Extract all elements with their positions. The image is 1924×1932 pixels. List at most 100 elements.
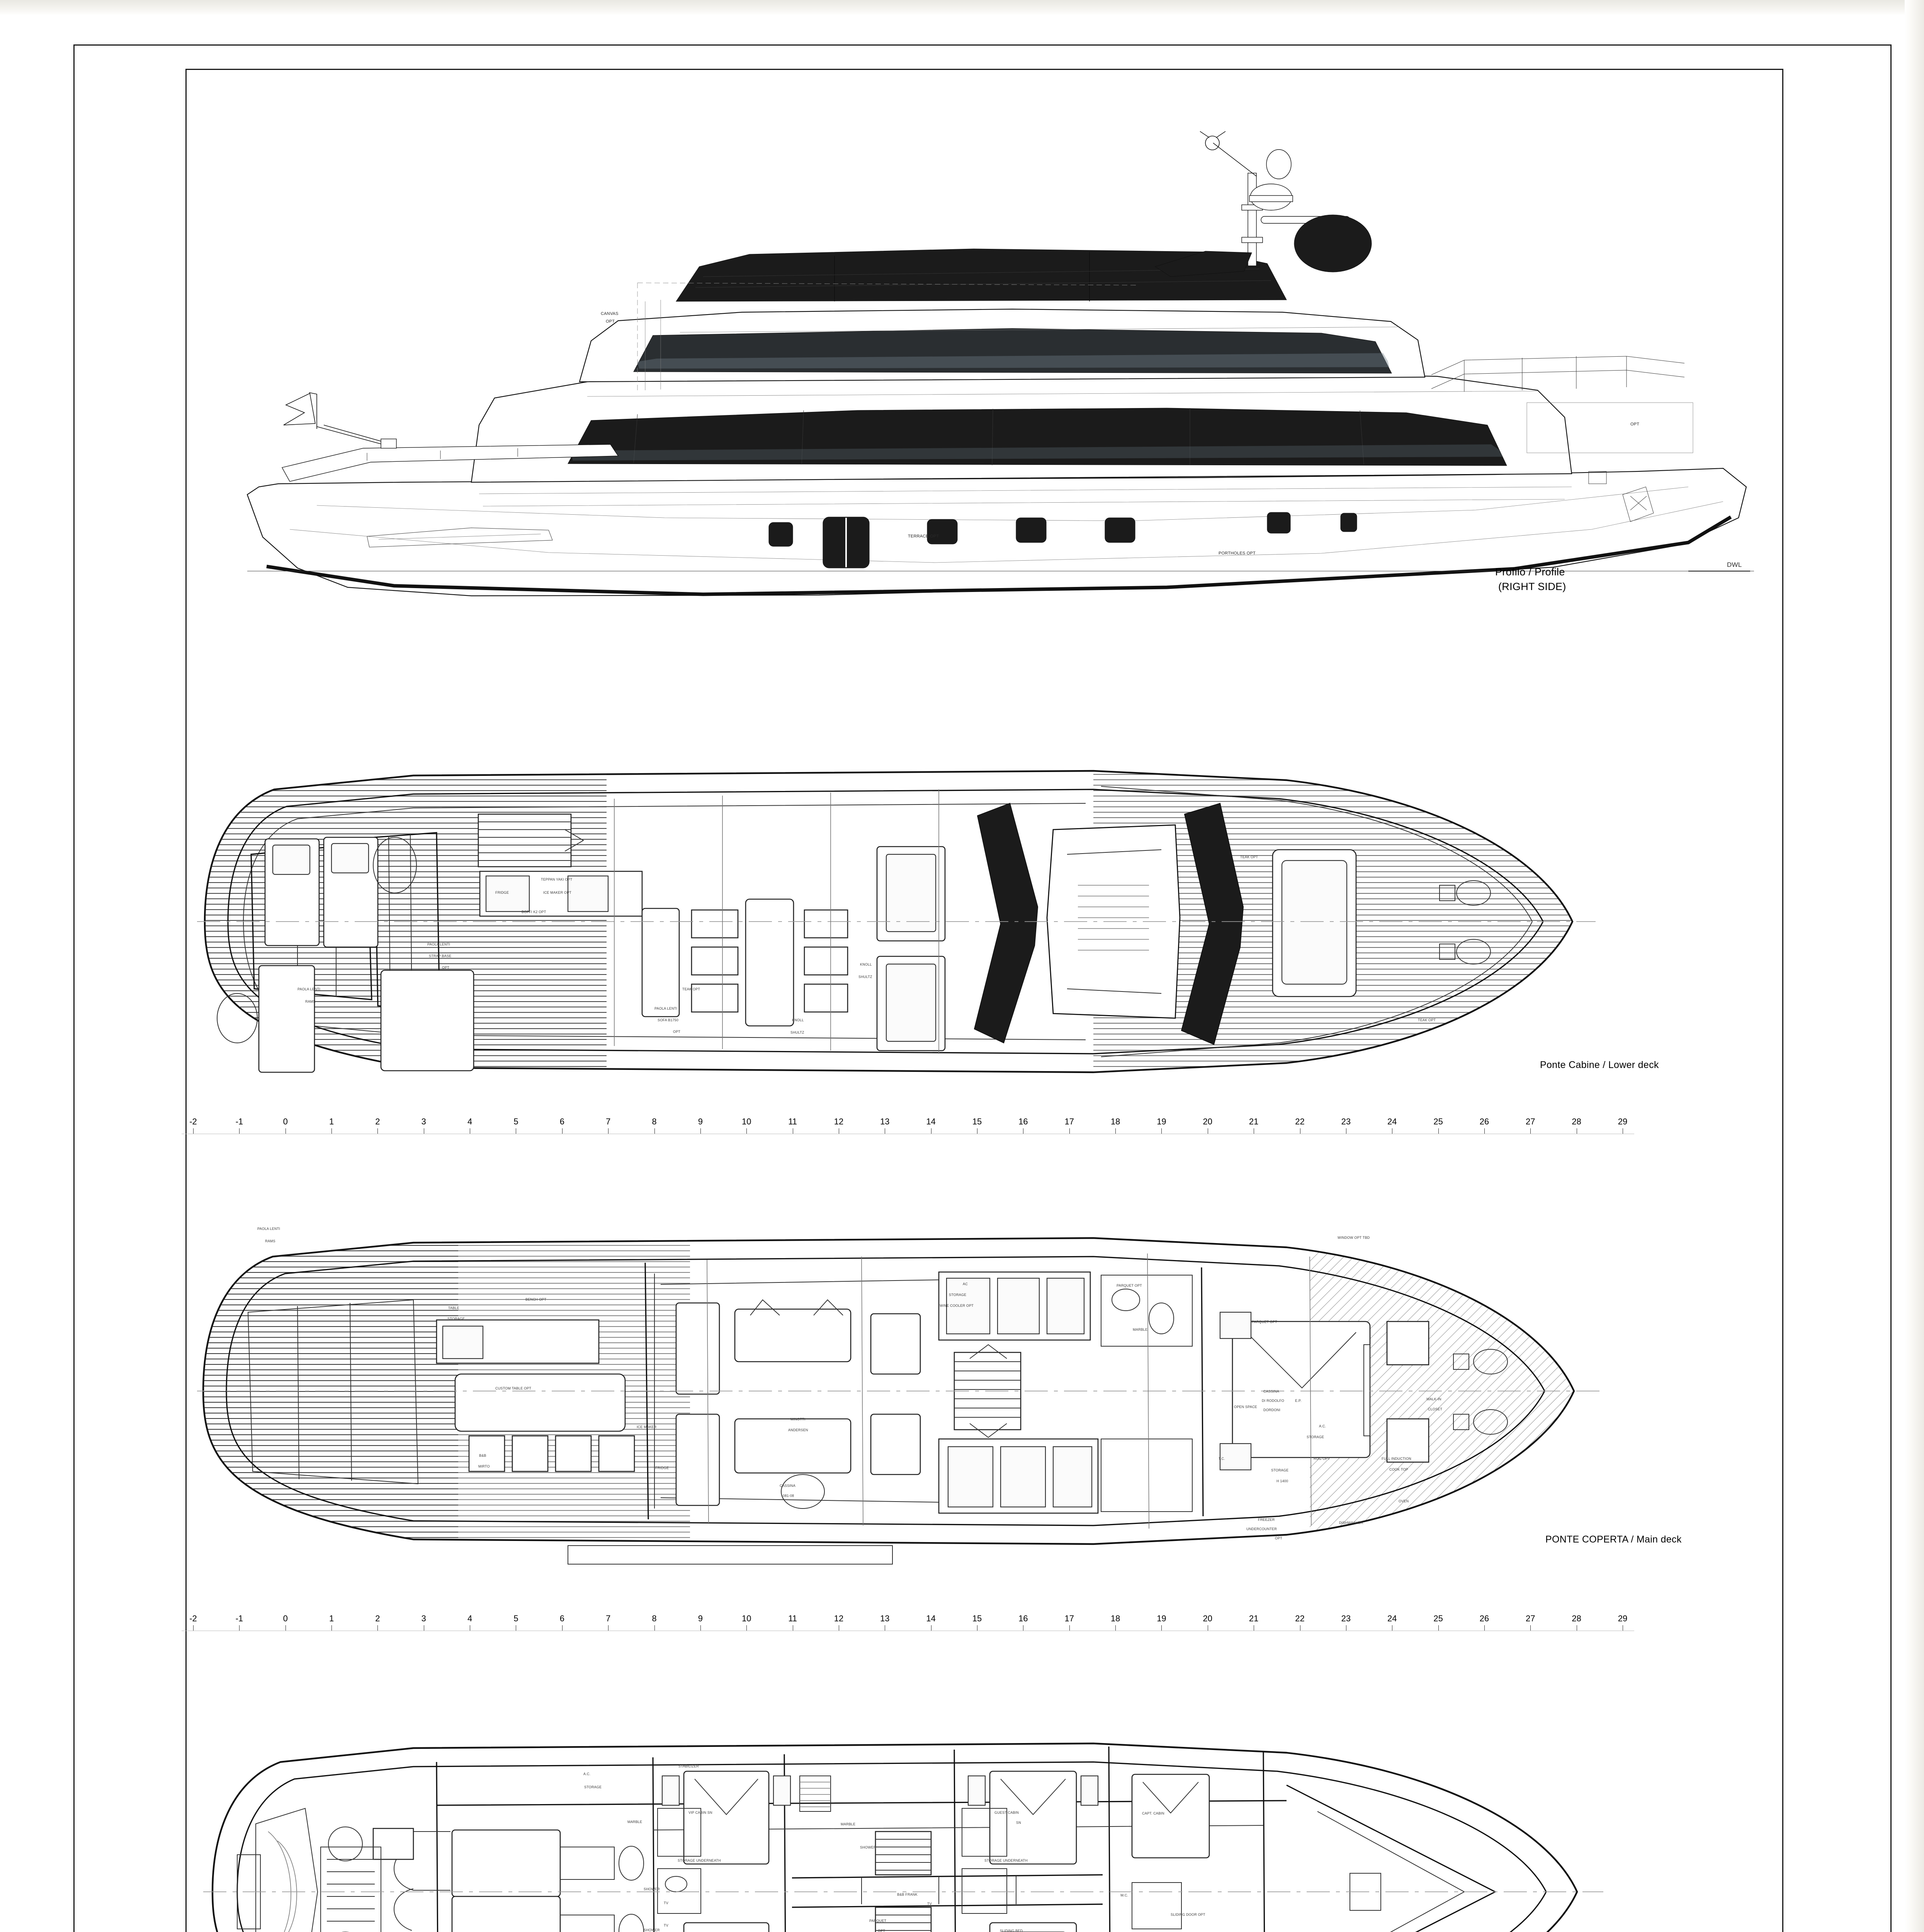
scale-tick-label: 14 [926, 1117, 936, 1126]
scale-tick-mark [1161, 1625, 1162, 1631]
deck-annotation: CLOSET [1428, 1407, 1443, 1411]
deck-annotation: H 1400 [1276, 1479, 1288, 1483]
deck-annotation: OPEN SPACE [1234, 1405, 1257, 1409]
scale-tick-label: 4 [467, 1117, 473, 1126]
deck-annotation: UNDERCOUNTER [1246, 1527, 1277, 1531]
deck-annotation: SOFA B1750 [658, 1018, 679, 1022]
scale-tick-label: -1 [235, 1117, 243, 1126]
deck-annotation: OPT [442, 966, 450, 969]
scale-tick-mark [377, 1625, 378, 1631]
scale-tick-label: 16 [1018, 1614, 1028, 1623]
scale-tick-mark [746, 1128, 747, 1134]
scale-tick-mark [562, 1625, 563, 1631]
scale-tick-label: 17 [1064, 1614, 1074, 1623]
deck-annotation: BENCH OPT [525, 1298, 547, 1301]
deck-annotation: B&B [479, 1454, 486, 1458]
scale-tick-mark [331, 1625, 332, 1631]
scale-tick-mark [1438, 1625, 1439, 1631]
scale-tick-label: 28 [1572, 1117, 1581, 1126]
scale-tick-label: 5 [513, 1614, 518, 1623]
deck-annotation: TEPPAN YAKI OPT [541, 878, 573, 881]
scale-tick-label: 29 [1618, 1614, 1628, 1623]
scale-tick-label: 7 [606, 1117, 611, 1126]
deck-annotation: CUSTOM TABLE OPT [495, 1386, 532, 1390]
profile-annotation: OPT [606, 319, 615, 324]
scale-tick-label: 18 [1110, 1614, 1120, 1623]
sheet-edge-top [0, 0, 1924, 15]
scale-tick-label: 9 [698, 1117, 703, 1126]
scale-tick-label: 0 [283, 1614, 288, 1623]
deck-annotation: COOK TOP [1389, 1468, 1408, 1471]
deck-annotation: STORAGE UNDERNEATH [678, 1859, 721, 1862]
scale-tick-label: 16 [1018, 1117, 1028, 1126]
scale-tick-mark [1530, 1128, 1531, 1134]
scale-tick-label: 15 [972, 1117, 982, 1126]
deck-annotation: PAOLA LENTI [297, 987, 321, 991]
scale-tick-label: -1 [235, 1614, 243, 1623]
scale-tick-label: 9 [698, 1614, 703, 1623]
deck-annotation: GUEST CABIN [994, 1811, 1019, 1815]
scale-tick-mark [1484, 1625, 1485, 1631]
deck-annotation: DI RODOLFO [1262, 1399, 1285, 1403]
flybridge-plan-drawing [197, 770, 1596, 1073]
deck-annotation: TV [664, 1901, 668, 1905]
scale-tick-mark [746, 1625, 747, 1631]
deck-annotation: TABLE [448, 1306, 459, 1310]
scale-tick-label: 10 [742, 1614, 751, 1623]
scale-tick-mark [1161, 1128, 1162, 1134]
scale-tick-label: 20 [1203, 1117, 1213, 1126]
deck-annotation: CASSINA [1263, 1389, 1279, 1393]
scale-tick-mark [700, 1128, 701, 1134]
scale-tick-label: 3 [421, 1614, 426, 1623]
deck-annotation: OPT [878, 1929, 886, 1932]
scale-tick-label: 19 [1157, 1117, 1166, 1126]
scale-tick-label: 6 [559, 1614, 564, 1623]
scale-tick-label: 27 [1526, 1117, 1535, 1126]
main-deck-plan-drawing [197, 1237, 1603, 1565]
deck-annotation: TEAK OPT [682, 987, 700, 991]
main-deck-view-label: PONTE COPERTA / Main deck [1545, 1534, 1682, 1545]
scale-tick-label: 10 [742, 1117, 751, 1126]
deck-annotation: MARBLE [627, 1820, 642, 1824]
scale-tick-label: 1 [329, 1614, 334, 1623]
deck-annotation: DISHWASHER [1339, 1521, 1363, 1525]
deck-annotation: KNOLL [792, 1018, 804, 1022]
scale-tick-label: 8 [652, 1117, 657, 1126]
deck-annotation: OPT [1275, 1536, 1283, 1540]
scale-tick-label: 0 [283, 1117, 288, 1126]
flybridge-view-label: Ponte Cabine / Lower deck [1540, 1060, 1659, 1070]
scale-tick-label: 18 [1110, 1117, 1120, 1126]
deck-annotation: SHOWER [644, 1928, 660, 1932]
deck-annotation: TEAK OPT [1418, 1018, 1436, 1022]
deck-annotation: MINOTTI [790, 1417, 806, 1421]
scale-tick-mark [700, 1625, 701, 1631]
scale-tick-label: 23 [1341, 1117, 1351, 1126]
deck-annotation: FRIDGE [495, 891, 509, 895]
deck-annotation: WINDOW OPT TBD [1338, 1236, 1370, 1240]
scale-tick-label: 24 [1387, 1614, 1397, 1623]
scale-tick-label: 17 [1064, 1117, 1074, 1126]
profile-view-label-line1: Profilo / Profile [1495, 566, 1565, 578]
deck-annotation: OPT [673, 1030, 681, 1034]
scale-tick-label: 26 [1479, 1614, 1489, 1623]
deck-annotation: STORAGE UNDERNEATH [984, 1859, 1028, 1862]
scale-tick-mark [1438, 1128, 1439, 1134]
scale-tick-label: 11 [788, 1117, 797, 1126]
scale-tick-mark [239, 1625, 240, 1631]
deck-annotation: MARBLE [841, 1822, 856, 1826]
scale-tick-label: 24 [1387, 1117, 1397, 1126]
deck-annotation: SHOWER [644, 1887, 660, 1891]
scale-tick-mark [239, 1128, 240, 1134]
deck-annotation: DORDONI [1263, 1408, 1280, 1412]
deck-annotation: SN [1016, 1821, 1021, 1825]
scale-tick-label: 8 [652, 1614, 657, 1623]
scale-tick-mark [1115, 1128, 1116, 1134]
profile-annotation-dwl: DWL [1727, 561, 1742, 568]
deck-annotation: PARQUET OPT [1252, 1320, 1277, 1324]
deck-annotation: ICE MAKER OPT [543, 891, 572, 895]
scale-tick-label: 22 [1295, 1117, 1305, 1126]
deck-annotation: ANDERSEN [788, 1428, 808, 1432]
scale-tick-label: 27 [1526, 1614, 1535, 1623]
scale-tick-label: 19 [1157, 1614, 1166, 1623]
